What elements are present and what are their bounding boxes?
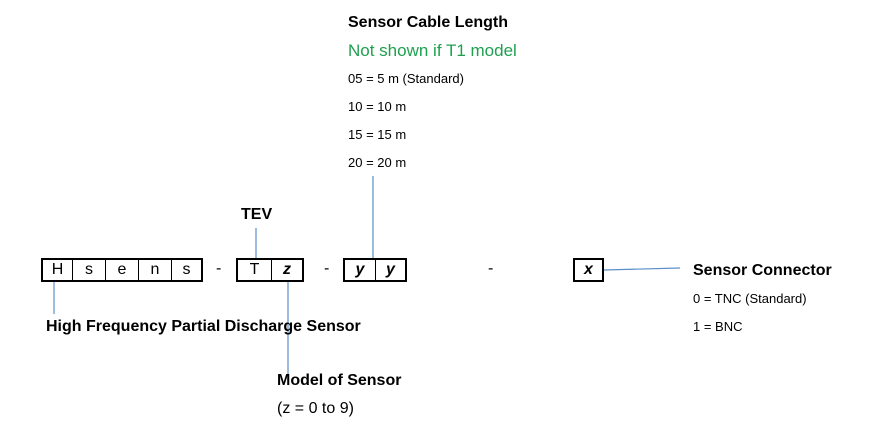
code-char: n — [139, 260, 172, 280]
cable-length-option: 20 = 20 m — [348, 155, 407, 170]
model-range: (z = 0 to 9) — [277, 400, 354, 417]
code-char: T — [238, 260, 272, 280]
tev-label: TEV — [241, 206, 273, 223]
cable-length-option: 10 = 10 m — [348, 99, 407, 114]
code-char: z — [283, 261, 291, 278]
code-char: x — [584, 261, 593, 278]
code-separator: - — [324, 260, 330, 277]
code-char: s — [73, 260, 106, 280]
cable-length-option: 15 = 15 m — [348, 127, 407, 142]
code-char: y — [386, 261, 395, 278]
connector-leader — [603, 267, 681, 271]
code-length-box: y y — [343, 258, 407, 282]
cable-length-note: Not shown if T1 model — [348, 41, 517, 60]
code-separator: - — [488, 260, 494, 277]
cable-length-title: Sensor Cable Length — [348, 14, 509, 31]
code-char: y — [345, 260, 376, 280]
connector-option: 1 = BNC — [693, 319, 743, 334]
code-type-box: T z — [236, 258, 304, 282]
code-char: e — [106, 260, 139, 280]
connector-option: 0 = TNC (Standard) — [693, 291, 807, 306]
code-prefix-box: H s e n s — [41, 258, 203, 282]
sensor-label: High Frequency Partial Discharge Sensor — [46, 318, 361, 335]
model-title: Model of Sensor — [277, 372, 402, 389]
code-char: H — [43, 260, 73, 280]
connector-title: Sensor Connector — [693, 262, 832, 279]
cable-length-option: 05 = 5 m (Standard) — [348, 71, 464, 86]
code-separator: - — [216, 260, 222, 277]
code-connector-box: x — [573, 258, 604, 282]
code-char: s — [182, 261, 191, 278]
